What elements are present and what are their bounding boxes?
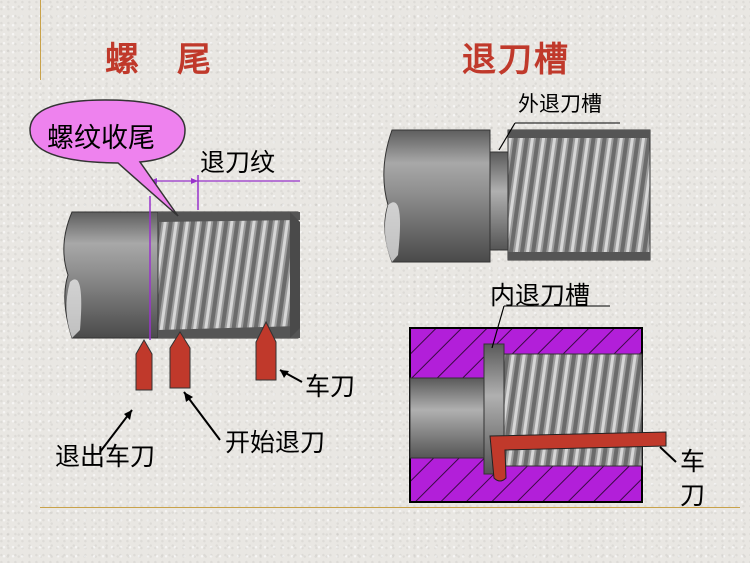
label-cutting-tool: 车刀 [305,372,356,401]
inner-cutting-tool [489,431,667,482]
label-inner-tool-char1: 车 [680,447,706,476]
label-inner-groove: 内退刀槽 [490,281,591,310]
left-screw-illustration [63,175,300,340]
thread-tail-callout [29,99,186,217]
left-cutting-tools [99,320,303,453]
tool-cutting [255,320,277,381]
label-inner-tool-char2: 刀 [680,481,706,510]
heading-relief-groove: 退刀槽 [462,40,570,80]
heading-thread-runout: 螺 尾 [105,40,213,80]
tool-retracted [135,338,153,391]
label-start-retract: 开始退刀 [225,428,326,457]
label-thread-tail: 螺纹收尾 [47,123,155,154]
tool-start-retract [169,331,191,389]
decorative-rule-horizontal [40,507,740,508]
label-tool-marks: 退刀纹 [200,148,276,177]
inner-groove-section [409,305,677,503]
label-outer-groove: 外退刀槽 [518,92,602,116]
outer-groove-illustration [383,122,651,263]
label-retract-tool: 退出车刀 [55,442,156,471]
decorative-rule-vertical [40,0,41,80]
